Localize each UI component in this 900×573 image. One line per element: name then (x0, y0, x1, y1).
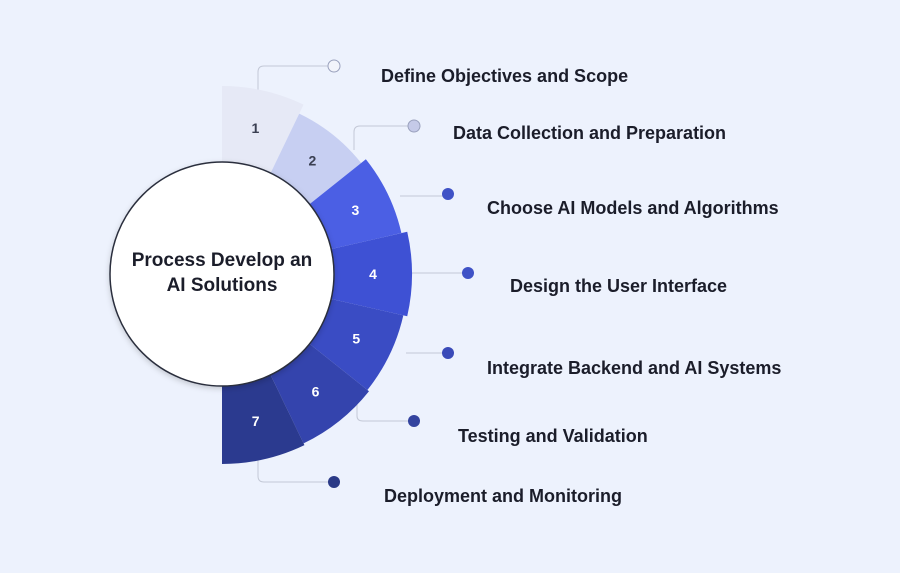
step-number-7: 7 (252, 413, 260, 429)
connector-line-6 (356, 404, 414, 422)
step-label-1: Define Objectives and Scope (381, 66, 629, 86)
connector-dot-1 (327, 59, 341, 73)
connector-dot-2 (407, 119, 421, 133)
step-label-5: Integrate Backend and AI Systems (487, 358, 782, 378)
connector-dot-3 (442, 188, 454, 200)
connector-dot-6 (408, 415, 420, 427)
wheel-segment-7 (222, 360, 305, 464)
connector-line-2 (353, 125, 414, 150)
step-number-2: 2 (309, 153, 317, 169)
connector-line-1 (257, 65, 334, 96)
center-title: Process Develop an AI Solutions (112, 248, 332, 298)
wheel-segment-1 (222, 86, 304, 188)
step-number-5: 5 (352, 331, 360, 347)
step-label-2: Data Collection and Preparation (453, 123, 727, 143)
step-number-3: 3 (351, 202, 359, 218)
wheel-segment-4 (315, 231, 412, 317)
center-circle (109, 161, 335, 387)
connector-dot-4 (462, 267, 474, 279)
center-title-line-1: Process Develop an (131, 250, 313, 271)
step-number-6: 6 (312, 383, 320, 399)
connector-dot-7 (328, 476, 340, 488)
step-number-4: 4 (369, 266, 377, 282)
step-label-6: Testing and Validation (458, 426, 648, 446)
connector-line-7 (257, 458, 334, 483)
step-label-7: Deployment and Monitoring (384, 486, 622, 506)
step-label-4: Design the User Interface (510, 276, 728, 296)
connector-dot-5 (442, 347, 454, 359)
step-label-3: Choose AI Models and Algorithms (487, 198, 779, 218)
center-title-line-2: AI Solutions (166, 275, 278, 296)
step-number-1: 1 (251, 120, 259, 136)
